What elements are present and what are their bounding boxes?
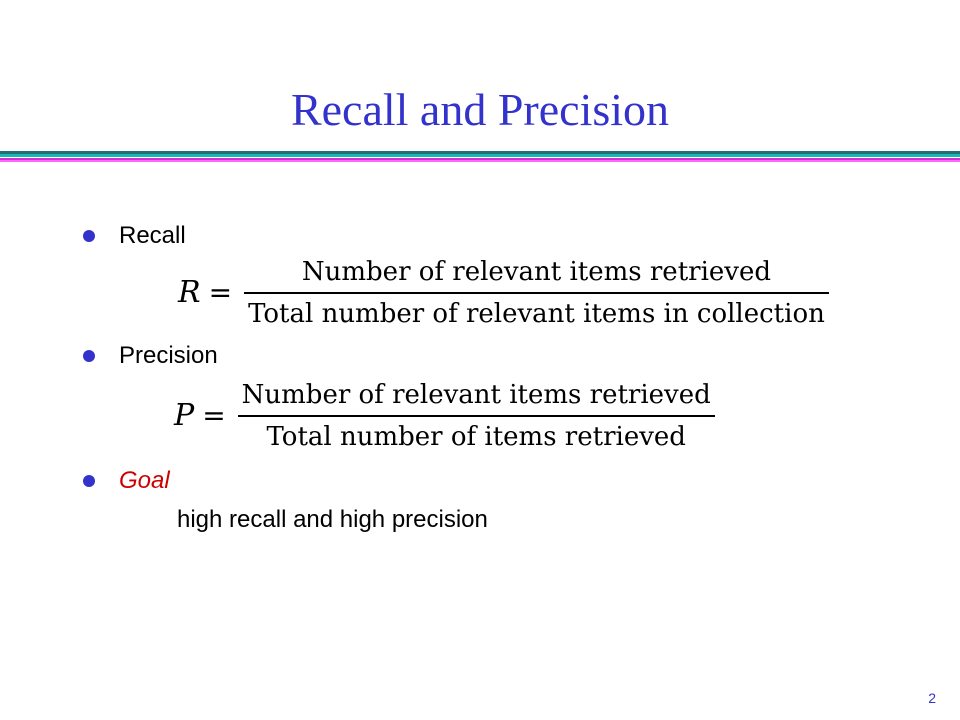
recall-fraction-bar <box>244 292 829 294</box>
bullet-label-precision: Precision <box>119 342 218 369</box>
precision-fraction-bar <box>237 415 715 417</box>
title-divider-teal-light <box>0 154 960 157</box>
bullet-icon <box>83 350 95 362</box>
recall-fraction: Number of relevant items retrieved Total… <box>244 255 829 331</box>
slide-title: Recall and Precision <box>290 84 670 135</box>
recall-equals: = <box>208 276 233 310</box>
precision-denominator: Total number of items retrieved <box>266 421 686 452</box>
recall-variable: R <box>178 275 201 311</box>
recall-formula: R = Number of relevant items retrieved T… <box>178 255 829 331</box>
title-divider-magenta-light <box>0 160 960 162</box>
precision-formula: P = Number of relevant items retrieved T… <box>174 378 715 454</box>
recall-denominator: Total number of relevant items in collec… <box>248 298 825 329</box>
precision-numerator: Number of relevant items retrieved <box>241 380 711 410</box>
page-number: 2 <box>928 690 936 706</box>
title-divider-teal-dark <box>0 151 960 154</box>
bullet-label-recall: Recall <box>119 222 186 249</box>
bullet-label-goal: Goal <box>119 467 170 494</box>
bullet-icon <box>83 475 95 487</box>
precision-fraction: Number of relevant items retrieved Total… <box>237 378 715 454</box>
bullet-icon <box>83 230 95 242</box>
precision-equals: = <box>202 399 226 433</box>
title-divider-magenta-dark <box>0 158 960 160</box>
precision-variable: P <box>174 398 195 434</box>
goal-description: high recall and high precision <box>177 506 488 533</box>
recall-numerator: Number of relevant items retrieved <box>301 257 771 287</box>
